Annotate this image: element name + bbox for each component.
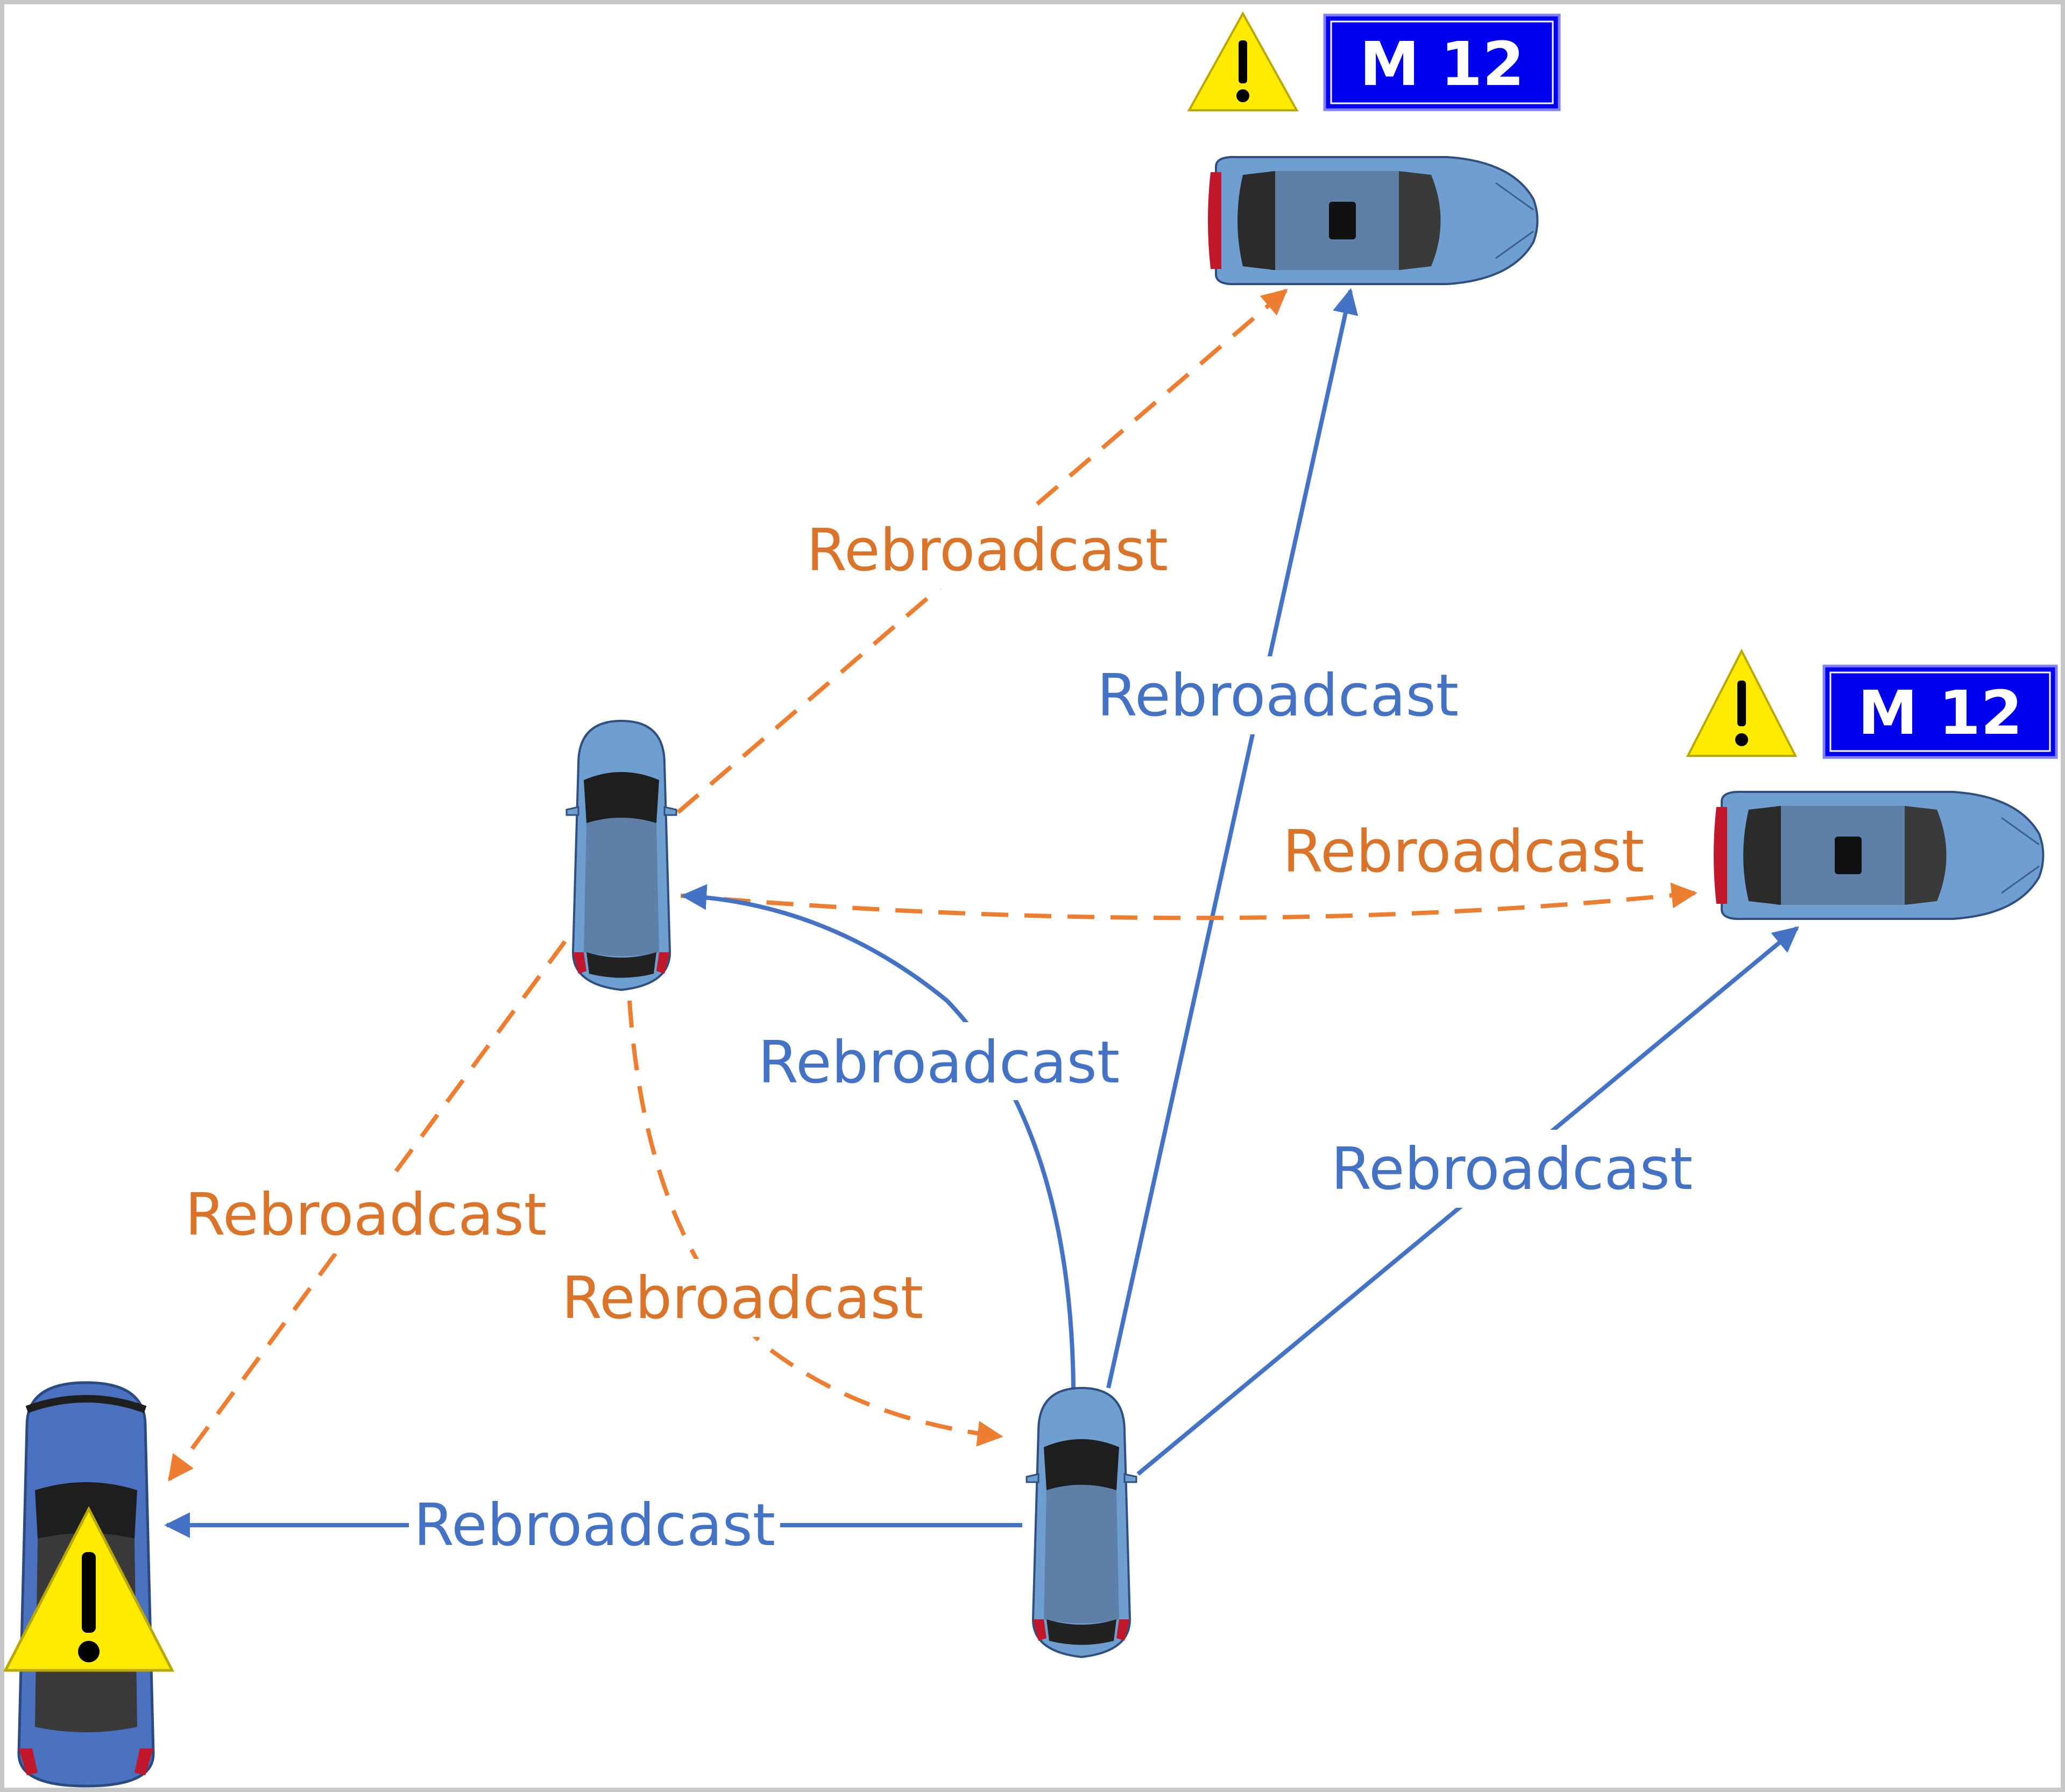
- car-top-right-facing: [1207, 155, 1539, 286]
- link-orange-car2-to-right-car: [680, 882, 1698, 920]
- label-blue-right: Rebroadcast: [1326, 1130, 1698, 1208]
- warning-icon-hazard-car: [3, 1506, 175, 1672]
- link-blue-car3-to-car2: [681, 884, 1076, 1389]
- label-orange-right: Rebroadcast: [1275, 812, 1646, 890]
- label-blue-bottom: Rebroadcast: [409, 1488, 780, 1563]
- car-right-right-facing: [1713, 790, 2045, 920]
- car-bottom-center: [1026, 1387, 1137, 1658]
- svg-text:Rebroadcast: Rebroadcast: [758, 1029, 1120, 1096]
- link-orange-car2-to-left-car: [167, 940, 567, 1482]
- svg-text:Rebroadcast: Rebroadcast: [414, 1492, 775, 1559]
- label-orange-top: Rebroadcast: [802, 511, 1173, 589]
- svg-text:M 12: M 12: [1360, 30, 1524, 100]
- warning-icon-top: [1187, 11, 1299, 111]
- svg-text:Rebroadcast: Rebroadcast: [1097, 662, 1459, 729]
- route-sign-right: M 12: [1822, 664, 2058, 759]
- route-sign-top: M 12: [1323, 13, 1561, 111]
- link-blue-car3-to-top-car: [1106, 288, 1359, 1389]
- warning-icon-right: [1686, 648, 1798, 757]
- svg-text:Rebroadcast: Rebroadcast: [185, 1181, 547, 1249]
- svg-text:Rebroadcast: Rebroadcast: [1331, 1136, 1693, 1203]
- label-blue-mid: Rebroadcast: [753, 1022, 1125, 1100]
- label-blue-top: Rebroadcast: [1092, 656, 1463, 734]
- svg-text:Rebroadcast: Rebroadcast: [562, 1265, 923, 1332]
- label-orange-center: Rebroadcast: [560, 1259, 931, 1337]
- car-middle-left: [565, 720, 677, 991]
- svg-text:Rebroadcast: Rebroadcast: [807, 517, 1168, 584]
- svg-text:M 12: M 12: [1858, 678, 2022, 748]
- label-orange-left: Rebroadcast: [183, 1175, 554, 1253]
- svg-text:Rebroadcast: Rebroadcast: [1283, 818, 1644, 886]
